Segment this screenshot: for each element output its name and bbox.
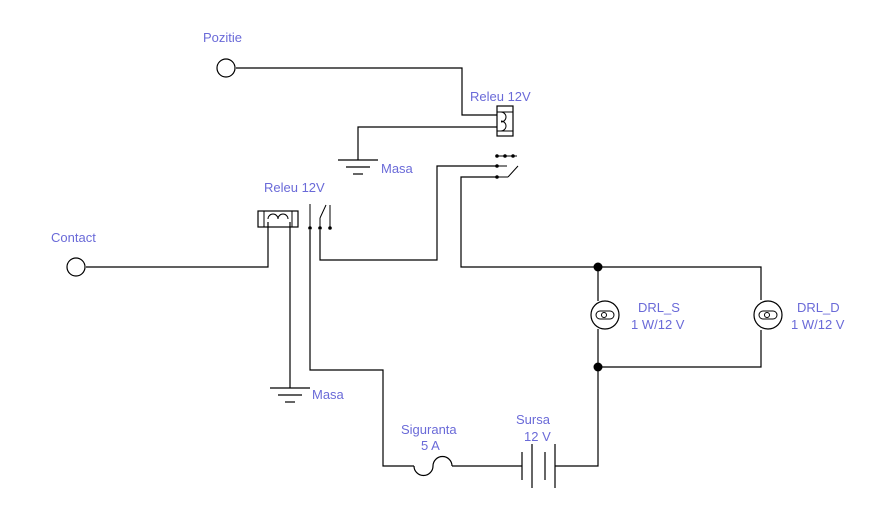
label-fuse-rating: 5 A [421, 438, 440, 453]
wire-bus-bottom [598, 330, 762, 368]
label-source-name: Sursa [516, 412, 551, 427]
wires [86, 67, 762, 467]
label-pozitie: Pozitie [203, 30, 242, 45]
wire-left-switch-top [319, 165, 497, 261]
wire-bus-top [598, 266, 762, 300]
label-ground-top: Masa [381, 161, 414, 176]
label-ground-bottom: Masa [312, 387, 345, 402]
junction-dot [593, 262, 603, 272]
wire-pozitie [236, 67, 497, 116]
label-source-rating: 12 V [524, 429, 551, 444]
battery-icon [521, 444, 556, 488]
ground-bottom-icon [270, 387, 310, 403]
junction-dot [593, 362, 603, 372]
label-fuse-name: Siguranta [401, 422, 457, 437]
lamp-left-icon [590, 300, 620, 330]
fuse-icon [413, 455, 453, 477]
label-relay-top: Releu 12V [470, 89, 531, 104]
relay-left [257, 204, 332, 230]
wire-top-coil-ground [357, 126, 497, 160]
ground-top-icon [338, 159, 378, 175]
terminal-contact [66, 257, 86, 277]
relay-top [495, 105, 519, 179]
label-lamp-right-rating: 1 W/12 V [791, 317, 845, 332]
lamp-right-icon [753, 300, 783, 330]
wire-fuse-to-relay [309, 230, 414, 467]
label-relay-left: Releu 12V [264, 180, 325, 195]
label-lamp-right-name: DRL_D [797, 300, 840, 315]
label-lamp-left-name: DRL_S [638, 300, 680, 315]
wire-contact [86, 222, 269, 268]
label-contact: Contact [51, 230, 96, 245]
terminal-pozitie [216, 58, 236, 78]
label-lamp-left-rating: 1 W/12 V [631, 317, 685, 332]
wire-bus-to-source [555, 367, 599, 467]
wire-top-switch-out [460, 176, 598, 268]
